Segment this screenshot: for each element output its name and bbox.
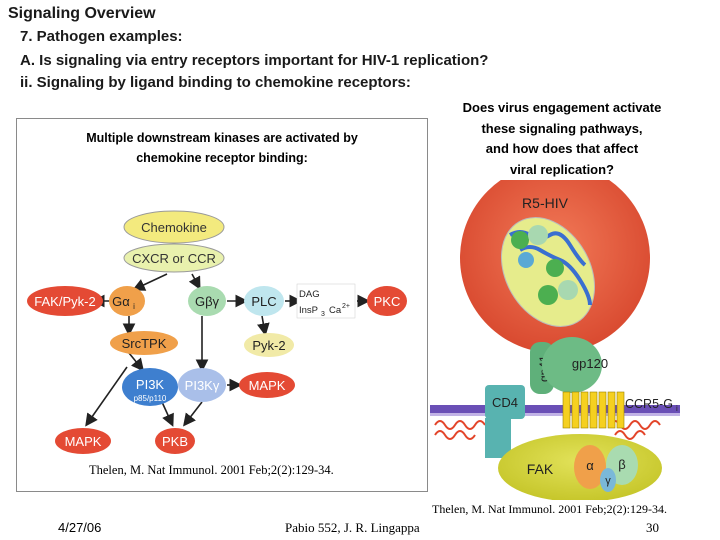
srctpk-label: SrcTPK: [122, 336, 167, 351]
pi3k-node: [122, 368, 178, 406]
arrow-receptor-to-galpha: [132, 273, 168, 291]
ccr5-label: CCR5-G: [625, 397, 673, 411]
cell-membrane-inner: [430, 413, 680, 416]
mapk-left-label: MAPK: [65, 434, 102, 449]
ca-superscript: 2+: [342, 303, 350, 310]
footer-date: 4/27/06: [58, 520, 102, 535]
signaling-pathway-diagram: Chemokine CXCR or CCR FAK/Pyk-2 Gα i Gβγ…: [27, 210, 407, 454]
receptor-label: CXCR or CCR: [132, 251, 216, 266]
virus-label: R5-HIV: [522, 195, 569, 211]
plc-label: PLC: [251, 294, 276, 309]
galpha-subscript: i: [133, 302, 135, 311]
arrow-srctpk-to-mapk: [85, 366, 128, 427]
fak-label: FAK: [527, 461, 554, 477]
diagram-caption-1: Multiple downstream kinases are activate…: [86, 131, 358, 145]
arrow-srctpk-to-pi3k: [128, 352, 145, 372]
outline-line-2: A. Is signaling via entry receptors impo…: [20, 52, 489, 69]
signaling-diagram-panel: Multiple downstream kinases are activate…: [16, 118, 428, 492]
ccr5-subscript: i: [676, 404, 678, 413]
footer-course: Pabio 552, J. R. Lingappa: [285, 520, 420, 535]
gp120-label: gp120: [572, 356, 608, 371]
core-protein-1: [511, 231, 529, 249]
left-citation: Thelen, M. Nat Immunol. 2001 Feb;2(2):12…: [89, 463, 334, 477]
receptor-node: [123, 243, 225, 273]
galpha-subunit: [574, 445, 606, 489]
question-line-1: Does virus engagement activate: [462, 100, 662, 115]
alpha-label: α: [586, 458, 594, 473]
hiv-entry-illustration: R5-HIV gp41 gp120 CD4 CCR5-G i FAK: [430, 180, 680, 500]
question-line-2: these signaling pathways,: [481, 120, 643, 136]
arrow-pi3kg-to-pkb: [183, 401, 203, 427]
core-protein-4: [546, 259, 564, 277]
fak-pyk2-label: FAK/Pyk-2: [34, 294, 95, 309]
fak-pyk2-node: [27, 286, 103, 316]
gp120-node: [542, 337, 602, 393]
mapk-left-node: [55, 428, 111, 454]
cd4-stalk: [485, 418, 511, 458]
pkb-label: PKB: [162, 434, 188, 449]
gbg-node: [188, 286, 226, 316]
right-citation: Thelen, M. Nat Immunol. 2001 Feb;2(2):12…: [432, 502, 667, 516]
outline-line-3: ii. Signaling by ligand binding to chemo…: [20, 74, 411, 91]
arrow-receptor-to-gbg: [188, 273, 201, 290]
arrow-plc-to-pyk2: [257, 315, 270, 337]
beta-label: β: [618, 457, 625, 472]
pkb-node: [155, 428, 195, 454]
core-protein-3: [518, 252, 534, 268]
galpha-node: [109, 286, 145, 316]
diagram-caption-2: chemokine receptor binding:: [136, 151, 308, 165]
insp3-subscript: 3: [321, 311, 325, 318]
question-line-4: viral replication?: [509, 161, 615, 177]
mapk-right-node: [239, 372, 295, 398]
pi3k-label: PI3K: [136, 377, 165, 392]
plc-node: [244, 286, 284, 316]
question-line-3: and how does that affect: [485, 141, 639, 156]
pkc-label: PKC: [374, 294, 401, 309]
srctpk-node: [110, 331, 178, 355]
pkc-node: [367, 286, 407, 316]
membrane-lipids: [434, 420, 661, 440]
core-protein-2: [528, 225, 548, 245]
second-messengers-box: [296, 283, 356, 319]
core-protein-5: [558, 280, 578, 300]
insp3-label: InsP: [299, 305, 318, 316]
pi3kg-label: PI3Kγ: [185, 378, 220, 393]
pi3k-subunits: p85/p110: [134, 394, 167, 403]
dag-label: DAG: [299, 289, 320, 300]
outline-line-1: 7. Pathogen examples:: [20, 28, 183, 45]
pyk2-label: Pyk-2: [252, 338, 285, 353]
pi3kg-node: [178, 368, 226, 402]
galpha-label: Gα: [112, 294, 130, 309]
chemokine-node: [123, 210, 225, 244]
question-text: Does virus engagement activate these sig…: [440, 98, 684, 180]
slide-title: Signaling Overview: [8, 5, 156, 22]
cd4-head: [485, 385, 525, 419]
ccr5-transmembrane: [562, 391, 625, 429]
gamma-label: γ: [605, 475, 611, 487]
pyk2-node: [244, 333, 294, 357]
core-protein-6: [538, 285, 558, 305]
cd4-label: CD4: [492, 395, 518, 410]
footer-page-number: 30: [646, 520, 659, 535]
mapk-right-label: MAPK: [249, 378, 286, 393]
cell-membrane: [430, 405, 680, 413]
ca-label: Ca: [329, 305, 342, 316]
chemokine-label: Chemokine: [141, 220, 207, 235]
ggamma-subunit: [600, 468, 616, 492]
arrow-pi3k-to-pkb: [161, 401, 174, 427]
gbg-label: Gβγ: [195, 294, 220, 309]
